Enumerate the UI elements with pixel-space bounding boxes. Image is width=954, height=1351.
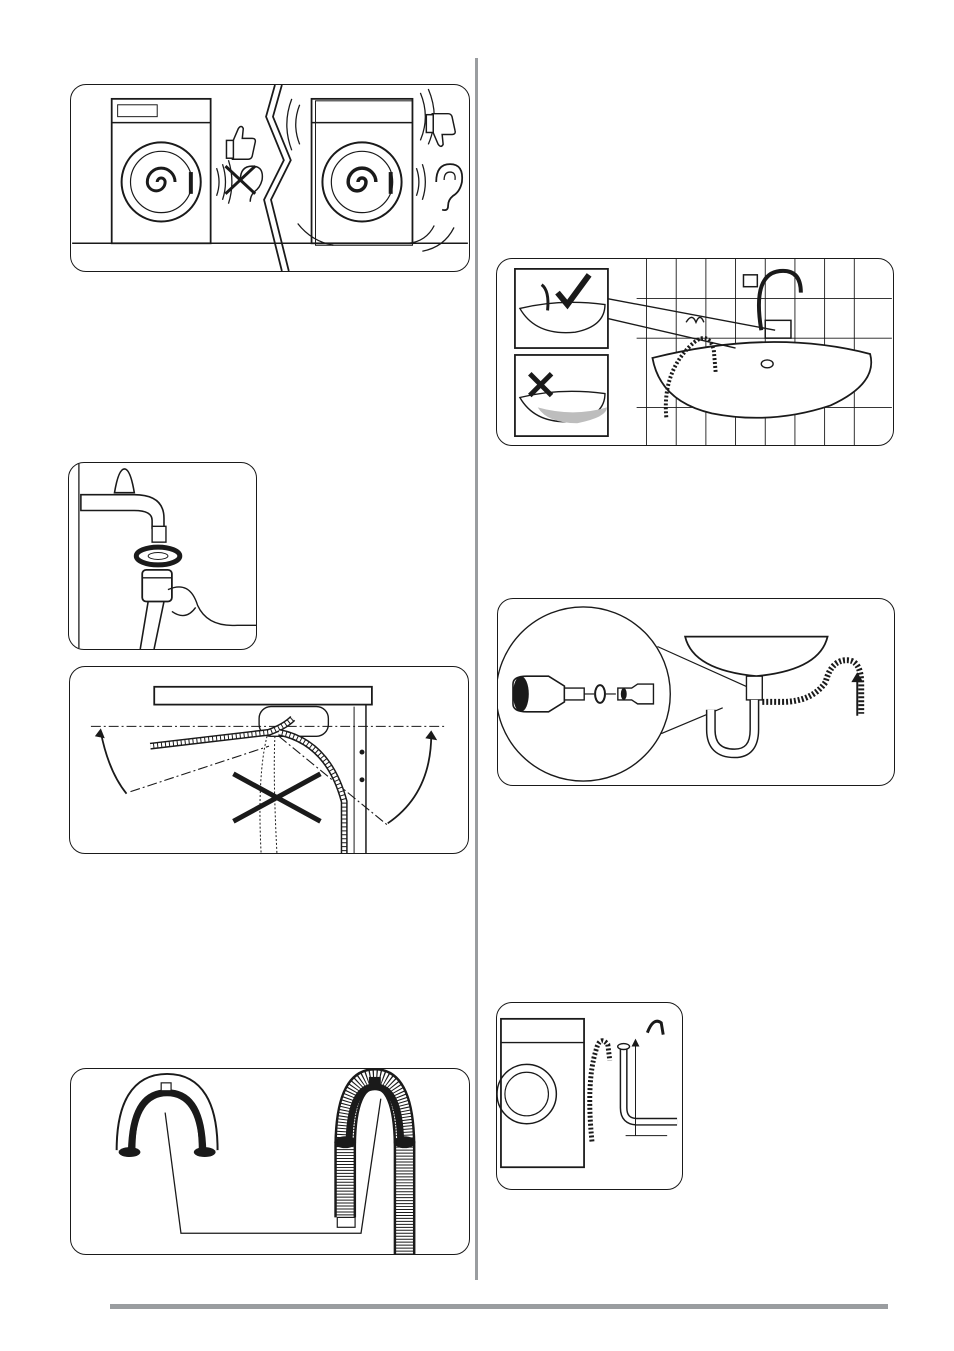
figure-sink-hook bbox=[496, 258, 894, 446]
figure-hose-guide bbox=[70, 1068, 470, 1255]
tap bbox=[743, 271, 800, 338]
figure-siphon-connection bbox=[497, 598, 895, 786]
hose-guide-piece bbox=[119, 1083, 216, 1157]
washing-machine-quiet bbox=[112, 99, 211, 243]
cross-icon bbox=[233, 774, 320, 821]
column-divider bbox=[475, 58, 478, 1280]
inlet-hose bbox=[150, 718, 344, 853]
thumbs-up-icon bbox=[226, 127, 255, 160]
figure-inlet-hose-angle bbox=[69, 666, 469, 854]
hose-with-guide bbox=[334, 1077, 415, 1254]
washing-machine-noisy bbox=[312, 99, 413, 245]
footer-rule bbox=[110, 1304, 888, 1309]
cross-icon bbox=[225, 166, 255, 194]
thumbs-down-icon bbox=[426, 114, 455, 147]
machine-back-top bbox=[154, 687, 372, 853]
figure-machine-vibration bbox=[70, 84, 470, 272]
figure-standpipe bbox=[496, 1002, 683, 1190]
rotate-arrow-icon bbox=[136, 547, 180, 565]
drain-standpipe bbox=[618, 1044, 677, 1122]
inset-correct bbox=[515, 269, 608, 348]
inset-wrong bbox=[515, 355, 608, 436]
figure-tap-connection bbox=[68, 462, 257, 650]
water-tap bbox=[81, 469, 166, 542]
hose-fitting bbox=[140, 570, 172, 649]
sink-siphon bbox=[685, 637, 861, 754]
machine-side bbox=[497, 1019, 584, 1167]
ear-icon bbox=[436, 164, 462, 210]
